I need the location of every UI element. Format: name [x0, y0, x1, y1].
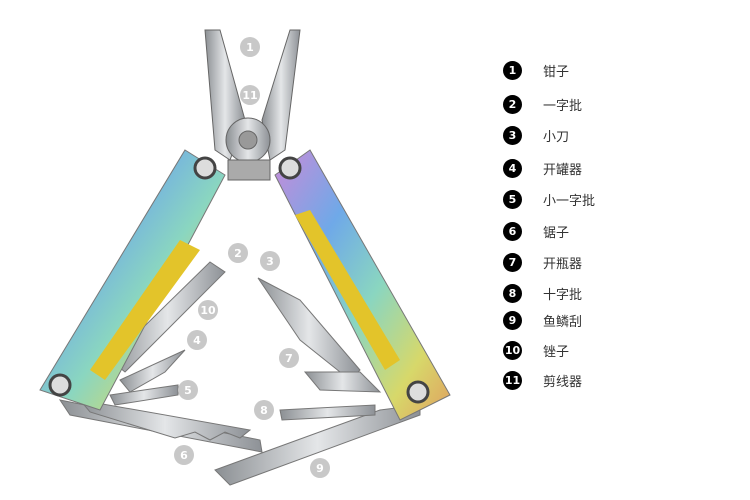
legend-number: 7 [503, 252, 522, 272]
callout-1: 1 [240, 37, 260, 57]
callout-6: 6 [174, 445, 194, 465]
callout-3: 3 [260, 251, 280, 271]
callout-9: 9 [310, 458, 330, 478]
legend-number: 8 [503, 283, 522, 303]
legend-label: 鱼鳞刮 [543, 314, 583, 330]
legend-number: 3 [503, 125, 522, 145]
legend-number: 9 [503, 310, 522, 330]
legend-label: 锯子 [543, 225, 570, 241]
legend-item: 1 钳子 [503, 60, 569, 80]
handles [39, 149, 451, 421]
legend-label: 小刀 [543, 129, 570, 145]
legend-label: 开罐器 [543, 162, 583, 178]
legend-item: 8 十字批 [503, 283, 582, 303]
legend-label: 剪线器 [543, 374, 583, 390]
legend-item: 10 锉子 [503, 340, 569, 360]
legend-number: 1 [503, 60, 522, 80]
callout-5: 5 [178, 380, 198, 400]
callout-11: 11 [240, 85, 260, 105]
legend-number: 2 [503, 94, 522, 114]
legend-item: 11 剪线器 [503, 370, 582, 390]
legend-item: 4 开罐器 [503, 158, 582, 178]
legend-item: 3 小刀 [503, 125, 569, 145]
legend-label: 钳子 [543, 64, 570, 80]
legend-label: 十字批 [543, 287, 583, 303]
callout-10: 10 [198, 300, 218, 320]
legend-item: 5 小一字批 [503, 189, 595, 209]
legend-number: 11 [503, 370, 522, 390]
legend-label: 小一字批 [543, 193, 596, 209]
callout-7: 7 [279, 348, 299, 368]
legend-item: 9 鱼鳞刮 [503, 310, 582, 330]
callout-4: 4 [187, 330, 207, 350]
legend-label: 开瓶器 [543, 256, 583, 272]
legend-item: 2 一字批 [503, 94, 582, 114]
tool-blades [58, 261, 421, 486]
legend-number: 6 [503, 221, 522, 241]
legend-number: 4 [503, 158, 522, 178]
legend-item: 7 开瓶器 [503, 252, 582, 272]
pliers-jaws [204, 29, 301, 181]
legend-number: 10 [503, 340, 522, 360]
legend-label: 一字批 [543, 98, 583, 114]
legend-item: 6 锯子 [503, 221, 569, 241]
legend-label: 锉子 [543, 344, 570, 360]
callout-2: 2 [228, 243, 248, 263]
callout-8: 8 [254, 400, 274, 420]
legend-number: 5 [503, 189, 522, 209]
